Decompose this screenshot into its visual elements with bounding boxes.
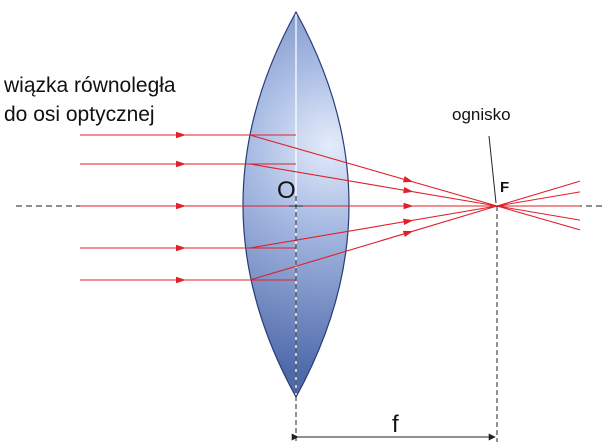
lens-center-label: O — [277, 177, 296, 204]
diverging-ray — [496, 205, 581, 231]
ray-arrow-refracted — [403, 218, 414, 226]
ray-arrow-refracted — [402, 230, 414, 237]
diverging-ray — [496, 180, 581, 207]
refracted-ray — [249, 205, 498, 249]
focal-point-pointer — [488, 135, 497, 204]
ray-arrow-incoming — [176, 244, 186, 252]
ray-arrow-incoming — [176, 160, 186, 168]
ray-arrow-incoming — [176, 202, 186, 210]
ray-arrow-refracted — [403, 186, 414, 194]
focal-point-name: ognisko — [452, 105, 511, 124]
refracted-ray — [249, 134, 498, 207]
refracted-ray — [249, 205, 498, 281]
refracted-ray — [249, 163, 498, 207]
focal-point-label: F — [500, 179, 509, 196]
focal-length-label: f — [392, 411, 399, 438]
light-rays — [80, 131, 581, 284]
diverging-ray — [496, 191, 581, 207]
diverging-ray — [496, 205, 581, 221]
ray-arrow-incoming — [176, 276, 186, 284]
beam-caption-line2: do osi optycznej — [4, 103, 155, 126]
beam-caption-line1: wiązka równoległa — [3, 74, 176, 97]
ray-arrow-incoming — [176, 131, 186, 139]
ray-arrow-refracted — [403, 202, 414, 210]
ray-arrow-refracted — [402, 176, 414, 183]
